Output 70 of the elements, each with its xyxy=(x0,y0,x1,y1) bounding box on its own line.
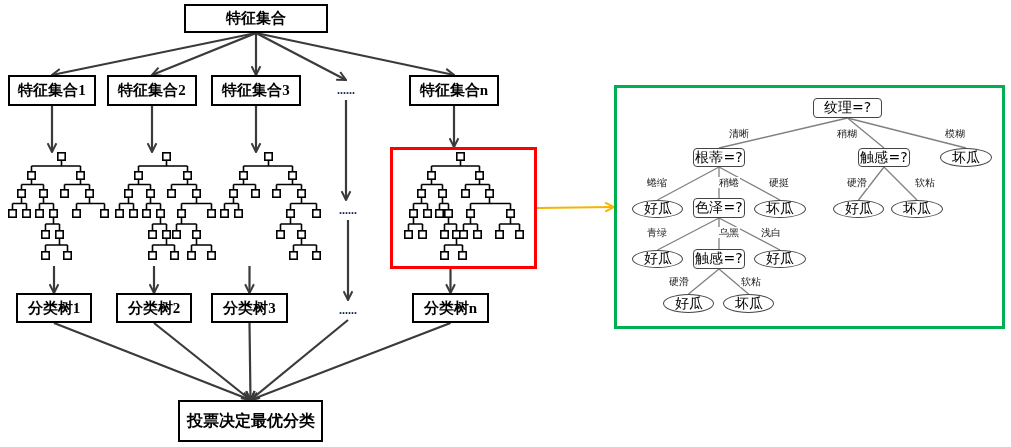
leaf-ellipse: 好瓜 xyxy=(632,200,683,218)
decision-box: 触感=? xyxy=(858,148,910,167)
ellipsis-text: ...... xyxy=(332,300,364,320)
edge-label: 软粘 xyxy=(740,276,762,287)
edge-label: 硬滑 xyxy=(846,177,868,188)
leaf-ellipse: 好瓜 xyxy=(663,294,714,313)
edge-label: 硬滑 xyxy=(668,276,690,287)
leaf-ellipse: 好瓜 xyxy=(632,250,683,268)
process-box: 分类树n xyxy=(412,293,489,323)
arrow xyxy=(153,322,252,401)
arrow xyxy=(250,33,262,76)
arrow xyxy=(46,106,58,153)
process-box: 特征集合 xyxy=(184,4,328,33)
edge-label: 稍糊 xyxy=(836,128,858,139)
arrow xyxy=(244,266,255,294)
decision-box: 纹理=? xyxy=(813,98,882,118)
leaf-ellipse: 坏瓜 xyxy=(891,200,943,218)
arrow xyxy=(340,100,352,201)
connector-line xyxy=(857,166,885,201)
edge-label: 乌黑 xyxy=(718,227,740,238)
process-box: 分类树1 xyxy=(16,293,92,323)
leaf-ellipse: 好瓜 xyxy=(833,200,884,218)
edge-label: 稍蜷 xyxy=(718,177,740,188)
connector-line xyxy=(687,268,720,295)
decision-box: 根蒂=? xyxy=(693,148,745,167)
arrow xyxy=(255,32,347,81)
connector-line xyxy=(718,217,720,250)
ellipsis-text: ...... xyxy=(332,200,364,220)
process-box: 投票决定最优分类 xyxy=(178,400,323,442)
arrow xyxy=(342,220,354,301)
connector-line xyxy=(883,166,918,201)
arrow xyxy=(148,266,160,294)
decision-box: 色泽=? xyxy=(693,198,745,218)
edge-label: 清晰 xyxy=(728,128,750,139)
process-box: 特征集合3 xyxy=(211,75,301,106)
highlight-frame xyxy=(614,85,1005,329)
arrow xyxy=(537,201,615,213)
leaf-ellipse: 坏瓜 xyxy=(940,148,992,167)
ellipsis-text: ...... xyxy=(330,80,362,100)
edge-label: 浅白 xyxy=(760,227,782,238)
arrow xyxy=(48,266,60,294)
arrow xyxy=(249,319,349,401)
arrow xyxy=(245,323,256,401)
arrow xyxy=(151,32,257,77)
process-box: 特征集合2 xyxy=(107,75,197,106)
connector-line xyxy=(656,217,720,251)
connector-line xyxy=(656,166,720,201)
arrow xyxy=(445,269,456,294)
edge-label: 硬挺 xyxy=(768,177,790,188)
edge-label: 软粘 xyxy=(914,177,936,188)
process-box: 分类树3 xyxy=(211,293,288,323)
process-box: 特征集合n xyxy=(409,75,499,106)
arrow xyxy=(448,106,460,148)
highlight-frame xyxy=(390,147,537,269)
leaf-ellipse: 坏瓜 xyxy=(754,200,806,218)
edge-label: 蜷缩 xyxy=(646,177,668,188)
process-box: 特征集合1 xyxy=(8,75,96,106)
connector-line xyxy=(718,268,750,295)
leaf-ellipse: 好瓜 xyxy=(754,250,806,268)
connector-line xyxy=(718,166,781,201)
edge-label: 青绿 xyxy=(646,227,668,238)
process-box: 分类树2 xyxy=(116,293,192,323)
edge-label: 模糊 xyxy=(944,128,966,139)
leaf-ellipse: 坏瓜 xyxy=(723,294,774,313)
arrow xyxy=(250,106,262,153)
connector-line xyxy=(718,217,781,251)
connector-line xyxy=(718,117,849,149)
arrow xyxy=(146,106,158,153)
decision-box: 触感=? xyxy=(693,249,745,269)
connector-line xyxy=(846,117,885,149)
